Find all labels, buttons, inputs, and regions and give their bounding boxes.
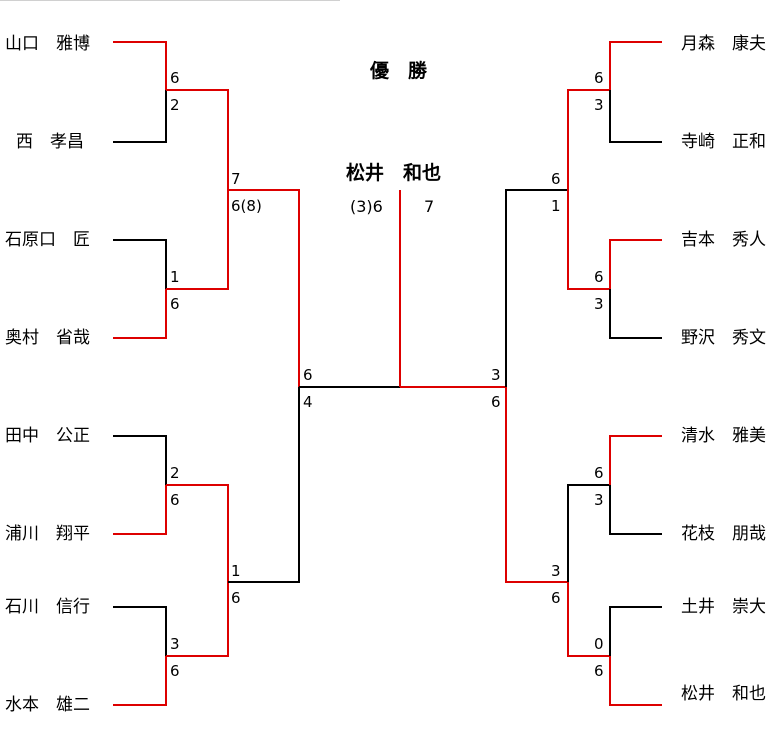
bracket-line-29 bbox=[609, 485, 662, 535]
bracket-line-12 bbox=[166, 582, 229, 657]
bracket-line-11 bbox=[166, 484, 229, 582]
score-right-r1-4a: 0 bbox=[594, 635, 604, 653]
score-right-qf-2b: 6 bbox=[551, 589, 561, 607]
bracket-line-31 bbox=[609, 656, 662, 706]
score-right-r1-1a: 6 bbox=[594, 69, 604, 87]
bracket-line-3 bbox=[113, 239, 167, 289]
score-left-r1-1b: 2 bbox=[170, 96, 180, 114]
bracket-line-8 bbox=[113, 656, 167, 706]
bracket-line-22 bbox=[567, 484, 610, 582]
score-left-qf-1b: 6(8) bbox=[231, 197, 262, 215]
final-left-score: (3)6 bbox=[350, 197, 383, 216]
bracket-line-26 bbox=[609, 239, 662, 289]
score-left-sf-b: 4 bbox=[303, 393, 313, 411]
player-left-2: 西 孝昌 bbox=[16, 132, 84, 152]
score-left-r1-4a: 3 bbox=[170, 635, 180, 653]
score-right-r1-3b: 3 bbox=[594, 491, 604, 509]
bracket-line-19 bbox=[505, 387, 568, 583]
score-right-qf-1b: 1 bbox=[551, 197, 561, 215]
score-left-qf-2b: 6 bbox=[231, 589, 241, 607]
bracket-line-20 bbox=[567, 89, 610, 190]
score-right-qf-2a: 3 bbox=[551, 562, 561, 580]
player-left-6: 浦川 翔平 bbox=[5, 524, 90, 544]
score-right-sf-a: 3 bbox=[491, 366, 501, 384]
score-right-r1-2a: 6 bbox=[594, 268, 604, 286]
score-right-r1-4b: 6 bbox=[594, 662, 604, 680]
bracket-line-5 bbox=[113, 435, 167, 485]
score-left-r1-4b: 6 bbox=[170, 662, 180, 680]
champion-name: 松井 和也 bbox=[346, 162, 442, 184]
bracket-line-7 bbox=[113, 606, 167, 656]
player-left-4: 奥村 省哉 bbox=[5, 328, 90, 348]
score-left-r1-3b: 6 bbox=[170, 491, 180, 509]
score-left-qf-1a: 7 bbox=[231, 170, 241, 188]
bracket-line-13 bbox=[228, 189, 300, 387]
bracket-line-27 bbox=[609, 289, 662, 339]
score-left-sf-a: 6 bbox=[303, 366, 313, 384]
bracket-line-25 bbox=[609, 90, 662, 143]
player-right-4: 野沢 秀文 bbox=[681, 328, 766, 348]
player-right-2: 寺崎 正和 bbox=[681, 132, 766, 152]
top-border bbox=[0, 0, 340, 4]
final-right-score: 7 bbox=[424, 197, 435, 216]
score-right-sf-b: 6 bbox=[491, 393, 501, 411]
bracket-line-28 bbox=[609, 435, 662, 485]
bracket-line-1 bbox=[113, 41, 167, 90]
bracket-line-18 bbox=[505, 189, 568, 387]
player-left-8: 水本 雄二 bbox=[5, 695, 90, 715]
score-right-r1-2b: 3 bbox=[594, 295, 604, 313]
player-left-1: 山口 雅博 bbox=[5, 34, 90, 54]
score-right-r1-3a: 6 bbox=[594, 464, 604, 482]
player-right-6: 花枝 朋哉 bbox=[681, 524, 766, 544]
player-right-1: 月森 康夫 bbox=[681, 34, 766, 54]
player-left-7: 石川 信行 bbox=[5, 597, 90, 617]
score-right-qf-1a: 6 bbox=[551, 170, 561, 188]
bracket-line-24 bbox=[609, 41, 662, 90]
bracket-line-9 bbox=[166, 89, 229, 190]
player-left-3: 石原口 匠 bbox=[5, 230, 90, 250]
score-left-qf-2a: 1 bbox=[231, 562, 241, 580]
bracket-line-21 bbox=[567, 190, 610, 290]
bracket-line-4 bbox=[113, 289, 167, 339]
bracket-line-2 bbox=[113, 90, 167, 143]
bracket-line-14 bbox=[228, 387, 300, 583]
score-left-r1-2a: 1 bbox=[170, 268, 180, 286]
player-right-3: 吉本 秀人 bbox=[681, 230, 766, 250]
bracket-line-23 bbox=[567, 582, 610, 657]
player-right-5: 清水 雅美 bbox=[681, 426, 766, 446]
player-right-8: 松井 和也 bbox=[681, 684, 766, 704]
bracket-line-6 bbox=[113, 485, 167, 535]
score-left-r1-2b: 6 bbox=[170, 295, 180, 313]
score-left-r1-1a: 6 bbox=[170, 69, 180, 87]
champion-title: 優 勝 bbox=[370, 60, 428, 82]
bracket-line-10 bbox=[166, 190, 229, 290]
bracket-line-30 bbox=[609, 606, 662, 656]
score-left-r1-3a: 2 bbox=[170, 464, 180, 482]
score-right-r1-1b: 3 bbox=[594, 96, 604, 114]
player-right-7: 土井 崇大 bbox=[681, 597, 766, 617]
player-left-5: 田中 公正 bbox=[5, 426, 90, 446]
